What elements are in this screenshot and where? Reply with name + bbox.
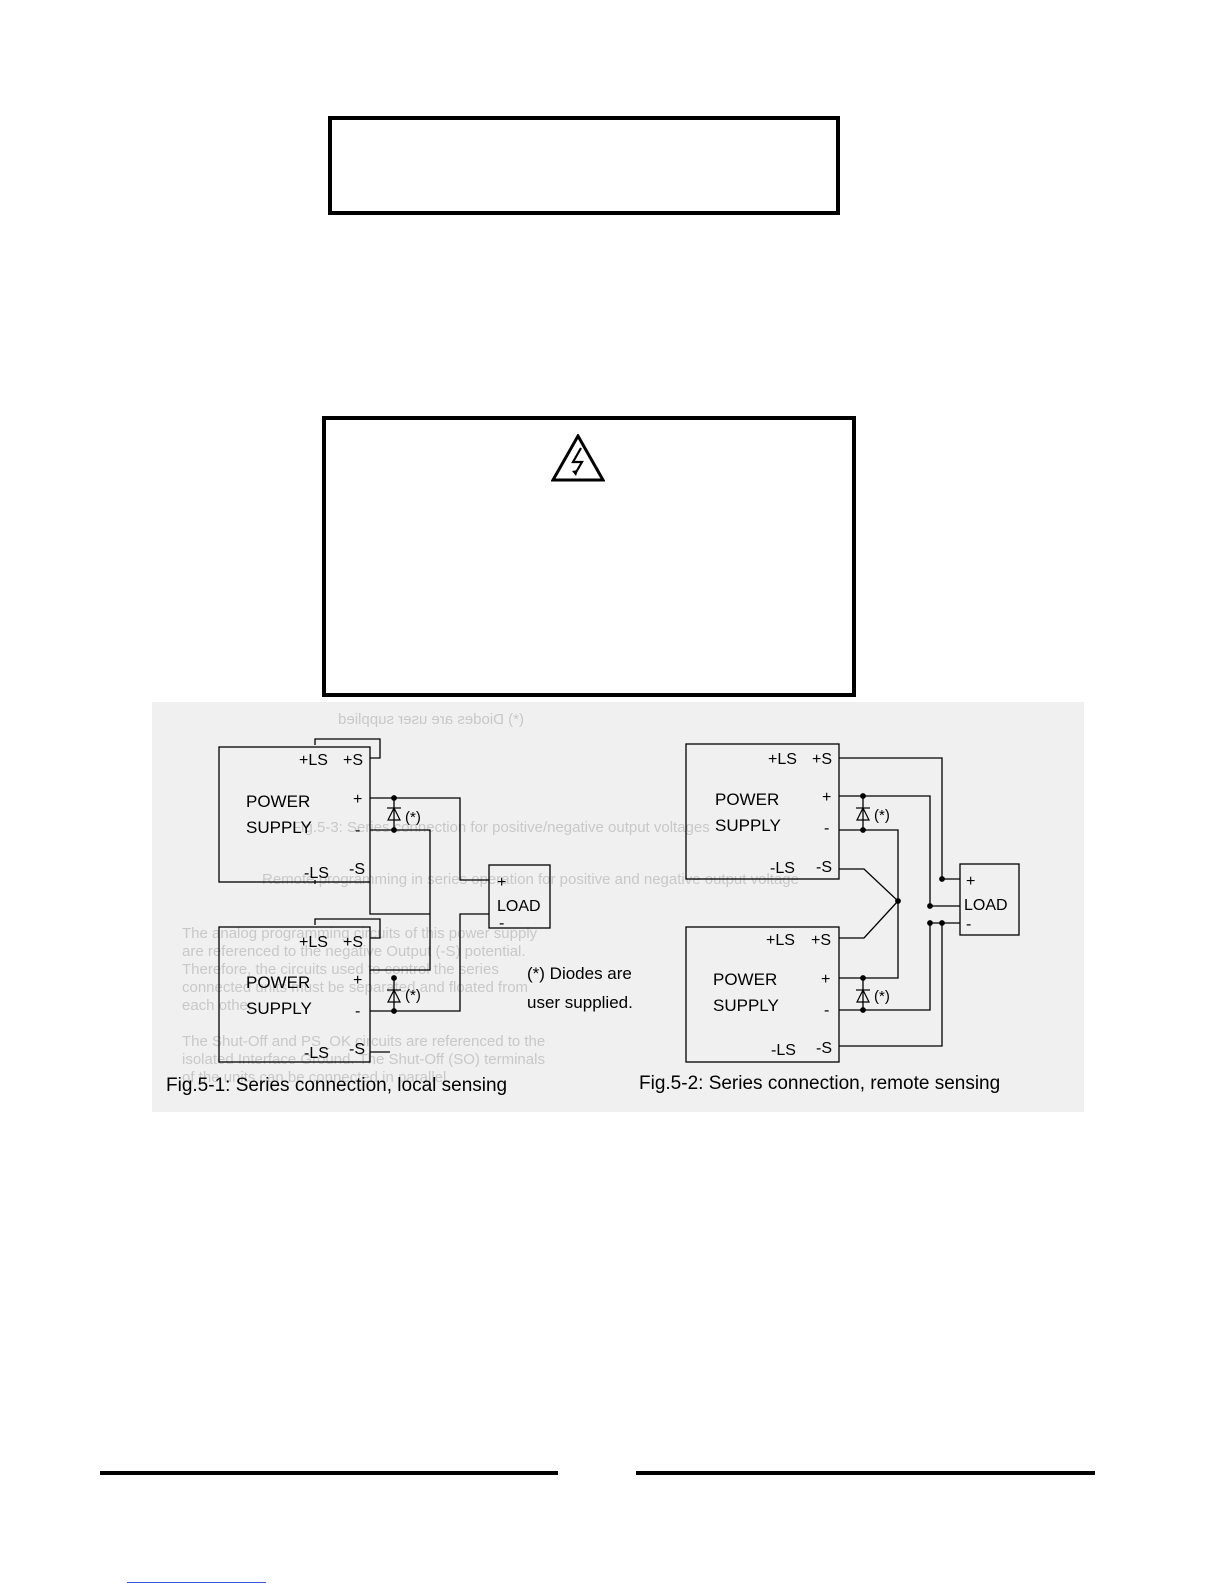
psu-label-supply: SUPPLY — [713, 996, 779, 1015]
figure-caption: Fig.5-2: Series connection, remote sensi… — [639, 1073, 1000, 1094]
diode-note: user supplied. — [527, 993, 633, 1012]
terminal-plus: + — [353, 791, 362, 808]
terminal-plus: + — [353, 972, 362, 989]
load-plus: + — [497, 874, 506, 891]
terminal-minus-s: -S — [816, 1040, 832, 1057]
terminal-plus-s: +S — [343, 752, 363, 769]
terminal-minus-s: -S — [349, 1041, 365, 1058]
terminal-plus-s: +S — [343, 934, 363, 951]
terminal-minus: - — [824, 1002, 829, 1019]
ghost-text: (*) Diodes are user supplied — [338, 711, 524, 728]
diode-mark: (*) — [405, 809, 421, 826]
terminal-plus-s: +S — [811, 932, 831, 949]
footer-rule-left — [100, 1471, 558, 1475]
psu-label-power: POWER — [246, 792, 310, 811]
diode-mark: (*) — [874, 988, 890, 1005]
fig-5-1-diagram — [218, 738, 551, 1063]
terminal-plus-ls: +LS — [768, 751, 797, 768]
warning-box — [322, 416, 856, 697]
footer-rule-right — [636, 1471, 1095, 1475]
power-supply-box — [685, 743, 840, 880]
diode-note: (*) Diodes are — [527, 964, 632, 983]
load-box — [959, 863, 1020, 936]
ghost-text: The Shut-Off and PS_OK circuits are refe… — [182, 1033, 545, 1050]
terminal-minus: - — [824, 820, 829, 837]
power-supply-box — [218, 926, 371, 1063]
terminal-plus: + — [821, 971, 830, 988]
terminal-plus-s: +S — [812, 751, 832, 768]
terminal-minus-ls: -LS — [771, 1042, 796, 1059]
load-label: LOAD — [964, 897, 1008, 914]
load-minus: - — [499, 915, 504, 932]
psu-label-power: POWER — [713, 970, 777, 989]
ghost-text: are referenced to the negative Output (-… — [182, 943, 526, 960]
terminal-minus: - — [355, 822, 360, 839]
terminal-minus-s: -S — [349, 861, 365, 878]
fig-5-2-labels: POWER SUPPLY +LS +S + - -LS -S (*) POWER… — [639, 751, 1008, 1094]
psu-label-supply: SUPPLY — [246, 999, 312, 1018]
load-plus: + — [966, 873, 975, 890]
terminal-minus-ls: -LS — [770, 860, 795, 877]
bleed-through-text: (*) Diodes are user supplied Fig.5-3: Se… — [182, 711, 799, 1086]
terminal-minus-ls: -LS — [304, 1045, 329, 1062]
terminal-plus-ls: +LS — [299, 752, 328, 769]
terminal-plus-ls: +LS — [766, 932, 795, 949]
fig-5-2-diodes — [856, 793, 945, 1013]
terminal-plus-ls: +LS — [299, 934, 328, 951]
fig-5-1-diodes — [387, 795, 401, 1014]
high-voltage-icon — [551, 434, 605, 482]
terminal-minus-s: -S — [816, 859, 832, 876]
fig-5-1-labels: POWER SUPPLY +LS +S + - -LS -S (*) POWER… — [166, 752, 633, 1096]
ghost-text: The analog programming circuits of this … — [182, 925, 538, 942]
ghost-text: of the units can be connected in paralle… — [182, 1069, 451, 1086]
psu-label-supply: SUPPLY — [246, 818, 312, 837]
ghost-text: Therefore, the circuits used to control … — [182, 961, 499, 978]
series-connection-figures: (*) Diodes are user supplied Fig.5-3: Se… — [152, 702, 1084, 1112]
power-supply-box — [218, 746, 371, 883]
load-box — [488, 864, 551, 929]
diode-mark: (*) — [405, 987, 421, 1004]
load-minus: - — [966, 916, 971, 933]
power-supply-box — [685, 926, 840, 1063]
footer-link-underline[interactable] — [127, 1582, 266, 1583]
ghost-text: Fig.5-3: Series connection for positive/… — [292, 819, 710, 836]
terminal-plus: + — [822, 789, 831, 806]
psu-label-power: POWER — [715, 790, 779, 809]
ghost-text: isolated Interface Ground. The Shut-Off … — [182, 1051, 545, 1068]
figure-caption: Fig.5-1: Series connection, local sensin… — [166, 1075, 507, 1096]
note-box — [328, 116, 840, 215]
fig-5-2-diagram — [685, 743, 1020, 1063]
terminal-minus: - — [355, 1003, 360, 1020]
psu-label-supply: SUPPLY — [715, 816, 781, 835]
ghost-text: Remote programming in series operation f… — [262, 871, 799, 888]
diode-mark: (*) — [874, 807, 890, 824]
load-label: LOAD — [497, 898, 541, 915]
ghost-text: connected units must be separated and fl… — [182, 979, 528, 996]
terminal-minus-ls: -LS — [304, 865, 329, 882]
psu-label-power: POWER — [246, 973, 310, 992]
